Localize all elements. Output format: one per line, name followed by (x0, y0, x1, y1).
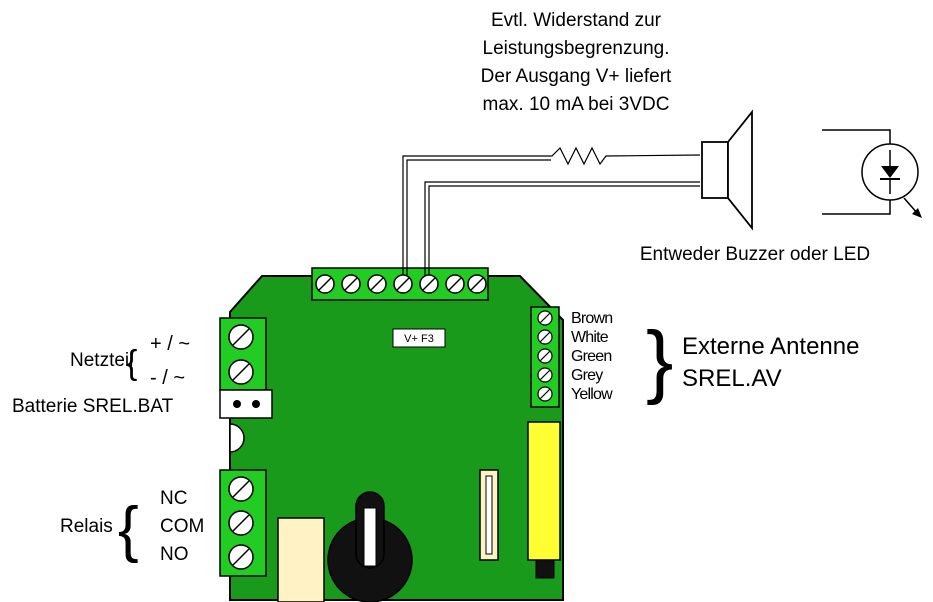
terminal-screw (537, 310, 553, 326)
antenna-title-line1: Externe Antenne (682, 333, 859, 360)
terminal-screw (445, 274, 465, 294)
note-line-1: Evtl. Widerstand zur (491, 10, 662, 31)
wire-label-grey: Grey (571, 367, 603, 384)
note-line-2: Leistungsbegrenzung. (483, 38, 670, 59)
wire-v-plus (402, 146, 701, 275)
terminal-screw (228, 324, 254, 350)
wire-f3-inner (428, 185, 700, 275)
wire-label-green: Green (571, 348, 611, 365)
relay-nc-label: NC (160, 488, 187, 509)
power-brace: { (126, 344, 137, 382)
antenna-title-line2: SREL.AV (682, 365, 782, 392)
buzzer-led-caption: Entweder Buzzer oder LED (640, 244, 870, 265)
pcb-component-slot (485, 475, 493, 555)
relay-body (277, 517, 325, 602)
board-marking-box (392, 328, 446, 348)
battery-holder (527, 421, 561, 561)
wire-label-brown: Brown (571, 310, 612, 327)
terminal-screw (228, 359, 254, 385)
note-line-3: Der Ausgang V+ liefert (481, 66, 672, 87)
wire-f3 (424, 181, 700, 275)
power-plus-label: + / ~ (150, 333, 190, 355)
power-minus-label: - / ~ (150, 367, 185, 389)
top-terminal-screws (315, 274, 487, 294)
terminal-screw (341, 274, 361, 294)
resistor-note: Evtl. Widerstand zur Leistungsbegrenzung… (481, 10, 672, 115)
led-icon (822, 129, 922, 218)
terminal-screw (228, 544, 254, 570)
battery-holder-base (535, 559, 555, 579)
terminal-screw (228, 476, 254, 502)
battery-connector (219, 389, 273, 419)
power-label: Netzteil (70, 350, 133, 371)
note-line-4: max. 10 mA bei 3VDC (483, 94, 670, 115)
terminal-screw (419, 274, 439, 294)
terminal-screw (393, 274, 413, 294)
relay-label: Relais (60, 516, 113, 537)
wire-v-plus-inner (406, 159, 551, 275)
relay-no-label: NO (160, 544, 189, 565)
board-marking: V+ F3 (404, 333, 434, 345)
terminal-screw (367, 274, 387, 294)
terminal-screw (537, 367, 553, 383)
relay-brace: { (118, 495, 139, 564)
terminal-screw (467, 274, 487, 294)
antenna-brace: } (646, 315, 673, 406)
terminal-screw (315, 274, 335, 294)
terminal-screw (537, 329, 553, 345)
mounting-notch (229, 423, 245, 453)
buzzer-icon (701, 109, 753, 231)
wire-label-white: White (571, 329, 609, 346)
terminal-screw (228, 510, 254, 536)
terminal-screw (537, 348, 553, 364)
terminal-screw (537, 386, 553, 402)
battery-label: Batterie SREL.BAT (12, 396, 174, 417)
potentiometer-knob (327, 491, 413, 602)
wire-label-yellow: Yellow (571, 386, 613, 403)
relay-com-label: COM (160, 516, 204, 537)
